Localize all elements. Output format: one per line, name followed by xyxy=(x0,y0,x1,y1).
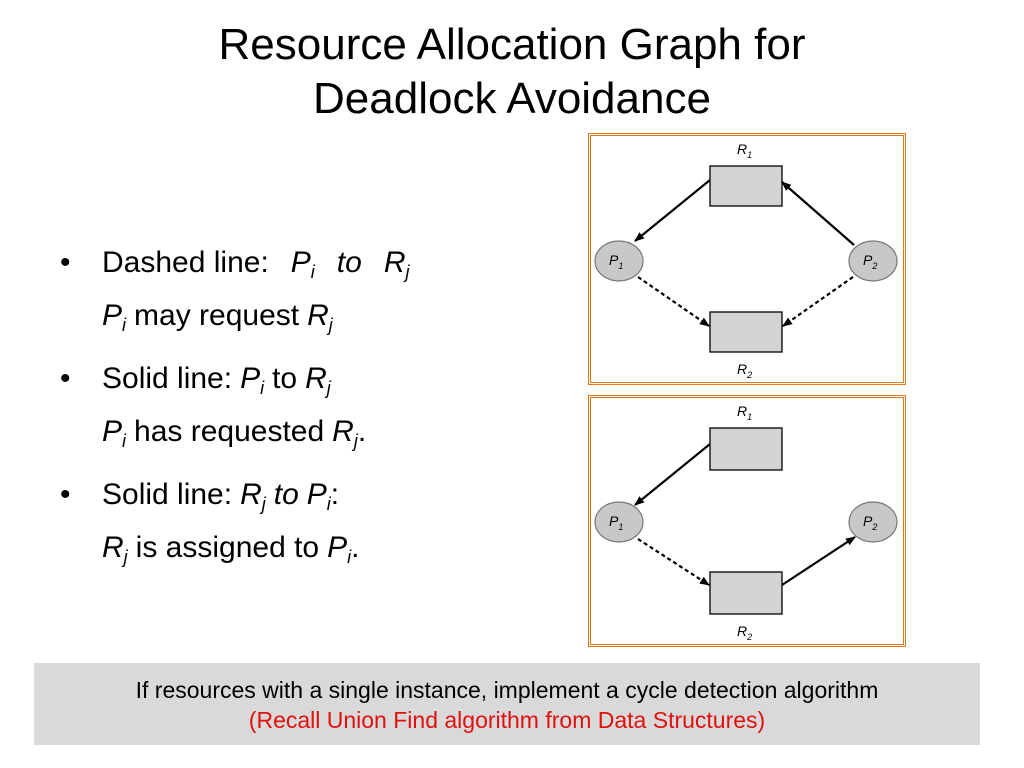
bullet-marker: • xyxy=(60,246,71,279)
edge-r2-to-p2 xyxy=(781,536,856,586)
resource-graph-assignment: R1 R2 P1 P2 xyxy=(588,395,906,647)
resource-r2-box xyxy=(709,311,783,353)
explanation-text: may request xyxy=(134,299,300,332)
process-p1-node xyxy=(594,240,644,282)
label-r2: R2 xyxy=(737,361,752,380)
resource-subscript: j xyxy=(405,262,410,282)
label-p1: P1 xyxy=(609,252,623,271)
resource-symbol: R xyxy=(332,415,354,448)
period: . xyxy=(357,415,367,448)
edge-p2-to-r2-dashed xyxy=(782,276,854,327)
resource-subscript: j xyxy=(328,315,333,335)
resource-r1-box xyxy=(709,165,783,207)
bullet-label: Solid line: xyxy=(102,362,233,395)
process-subscript: i xyxy=(122,431,127,451)
title-line-1: Resource Allocation Graph for xyxy=(218,20,806,69)
resource-symbol: R xyxy=(307,299,329,332)
period: . xyxy=(351,531,360,564)
to-word: to xyxy=(273,478,299,511)
graph-canvas: R1 R2 P1 P2 xyxy=(594,403,898,642)
bullet-marker: • xyxy=(60,478,71,511)
resource-r2-box xyxy=(709,571,783,615)
edge-p1-to-r2-dashed xyxy=(637,276,710,327)
edge-p1-to-r2-dashed xyxy=(637,538,710,586)
resource-subscript: j xyxy=(353,431,358,451)
process-p2-node xyxy=(848,501,898,543)
graph-canvas: R1 R2 P1 P2 xyxy=(594,141,898,380)
label-r1: R1 xyxy=(737,403,752,422)
note-line-2: (Recall Union Find algorithm from Data S… xyxy=(248,707,766,733)
process-symbol: P xyxy=(290,246,311,279)
process-symbol: P xyxy=(102,415,123,448)
label-p2: P2 xyxy=(863,513,877,532)
to-word: to xyxy=(336,246,362,279)
process-subscript: i xyxy=(347,547,352,567)
label-p2: P2 xyxy=(863,252,877,271)
bullet-label: Dashed line: xyxy=(102,246,269,279)
resource-symbol: R xyxy=(240,478,262,511)
process-subscript: i xyxy=(310,262,315,282)
process-symbol: P xyxy=(240,362,261,395)
resource-subscript: j xyxy=(326,378,331,398)
process-p1-node xyxy=(594,501,644,543)
bullet-label: Solid line: xyxy=(102,478,233,511)
process-subscript: i xyxy=(326,494,331,514)
bullet-marker: • xyxy=(60,362,71,395)
process-subscript: i xyxy=(122,315,127,335)
resource-subscript: j xyxy=(123,547,128,567)
process-p2-node xyxy=(848,240,898,282)
explanation-text: has requested xyxy=(134,415,325,448)
process-symbol: P xyxy=(102,299,123,332)
process-symbol: P xyxy=(327,531,348,564)
resource-symbol: R xyxy=(305,362,327,395)
label-p1: P1 xyxy=(609,513,623,532)
label-r2: R2 xyxy=(737,623,752,642)
slide-title: Resource Allocation Graph for Deadlock A… xyxy=(0,18,1024,126)
resource-subscript: j xyxy=(261,494,266,514)
note-box: If resources with a single instance, imp… xyxy=(34,663,980,745)
edge-p2-to-r1 xyxy=(781,181,855,246)
process-subscript: i xyxy=(260,378,265,398)
title-line-2: Deadlock Avoidance xyxy=(313,74,711,123)
resource-symbol: R xyxy=(102,531,124,564)
note-line-1: If resources with a single instance, imp… xyxy=(135,677,879,703)
edge-r1-to-p1 xyxy=(634,179,711,242)
edge-r1-to-p1 xyxy=(634,443,711,506)
process-symbol: P xyxy=(306,478,327,511)
resource-symbol: R xyxy=(383,246,406,279)
colon: : xyxy=(330,478,340,511)
resource-r1-box xyxy=(709,427,783,471)
to-word: to xyxy=(272,362,298,395)
resource-graph-claim-edges: R1 R2 P1 P2 xyxy=(588,133,906,385)
label-r1: R1 xyxy=(737,141,752,160)
explanation-text: is assigned to xyxy=(135,531,320,564)
